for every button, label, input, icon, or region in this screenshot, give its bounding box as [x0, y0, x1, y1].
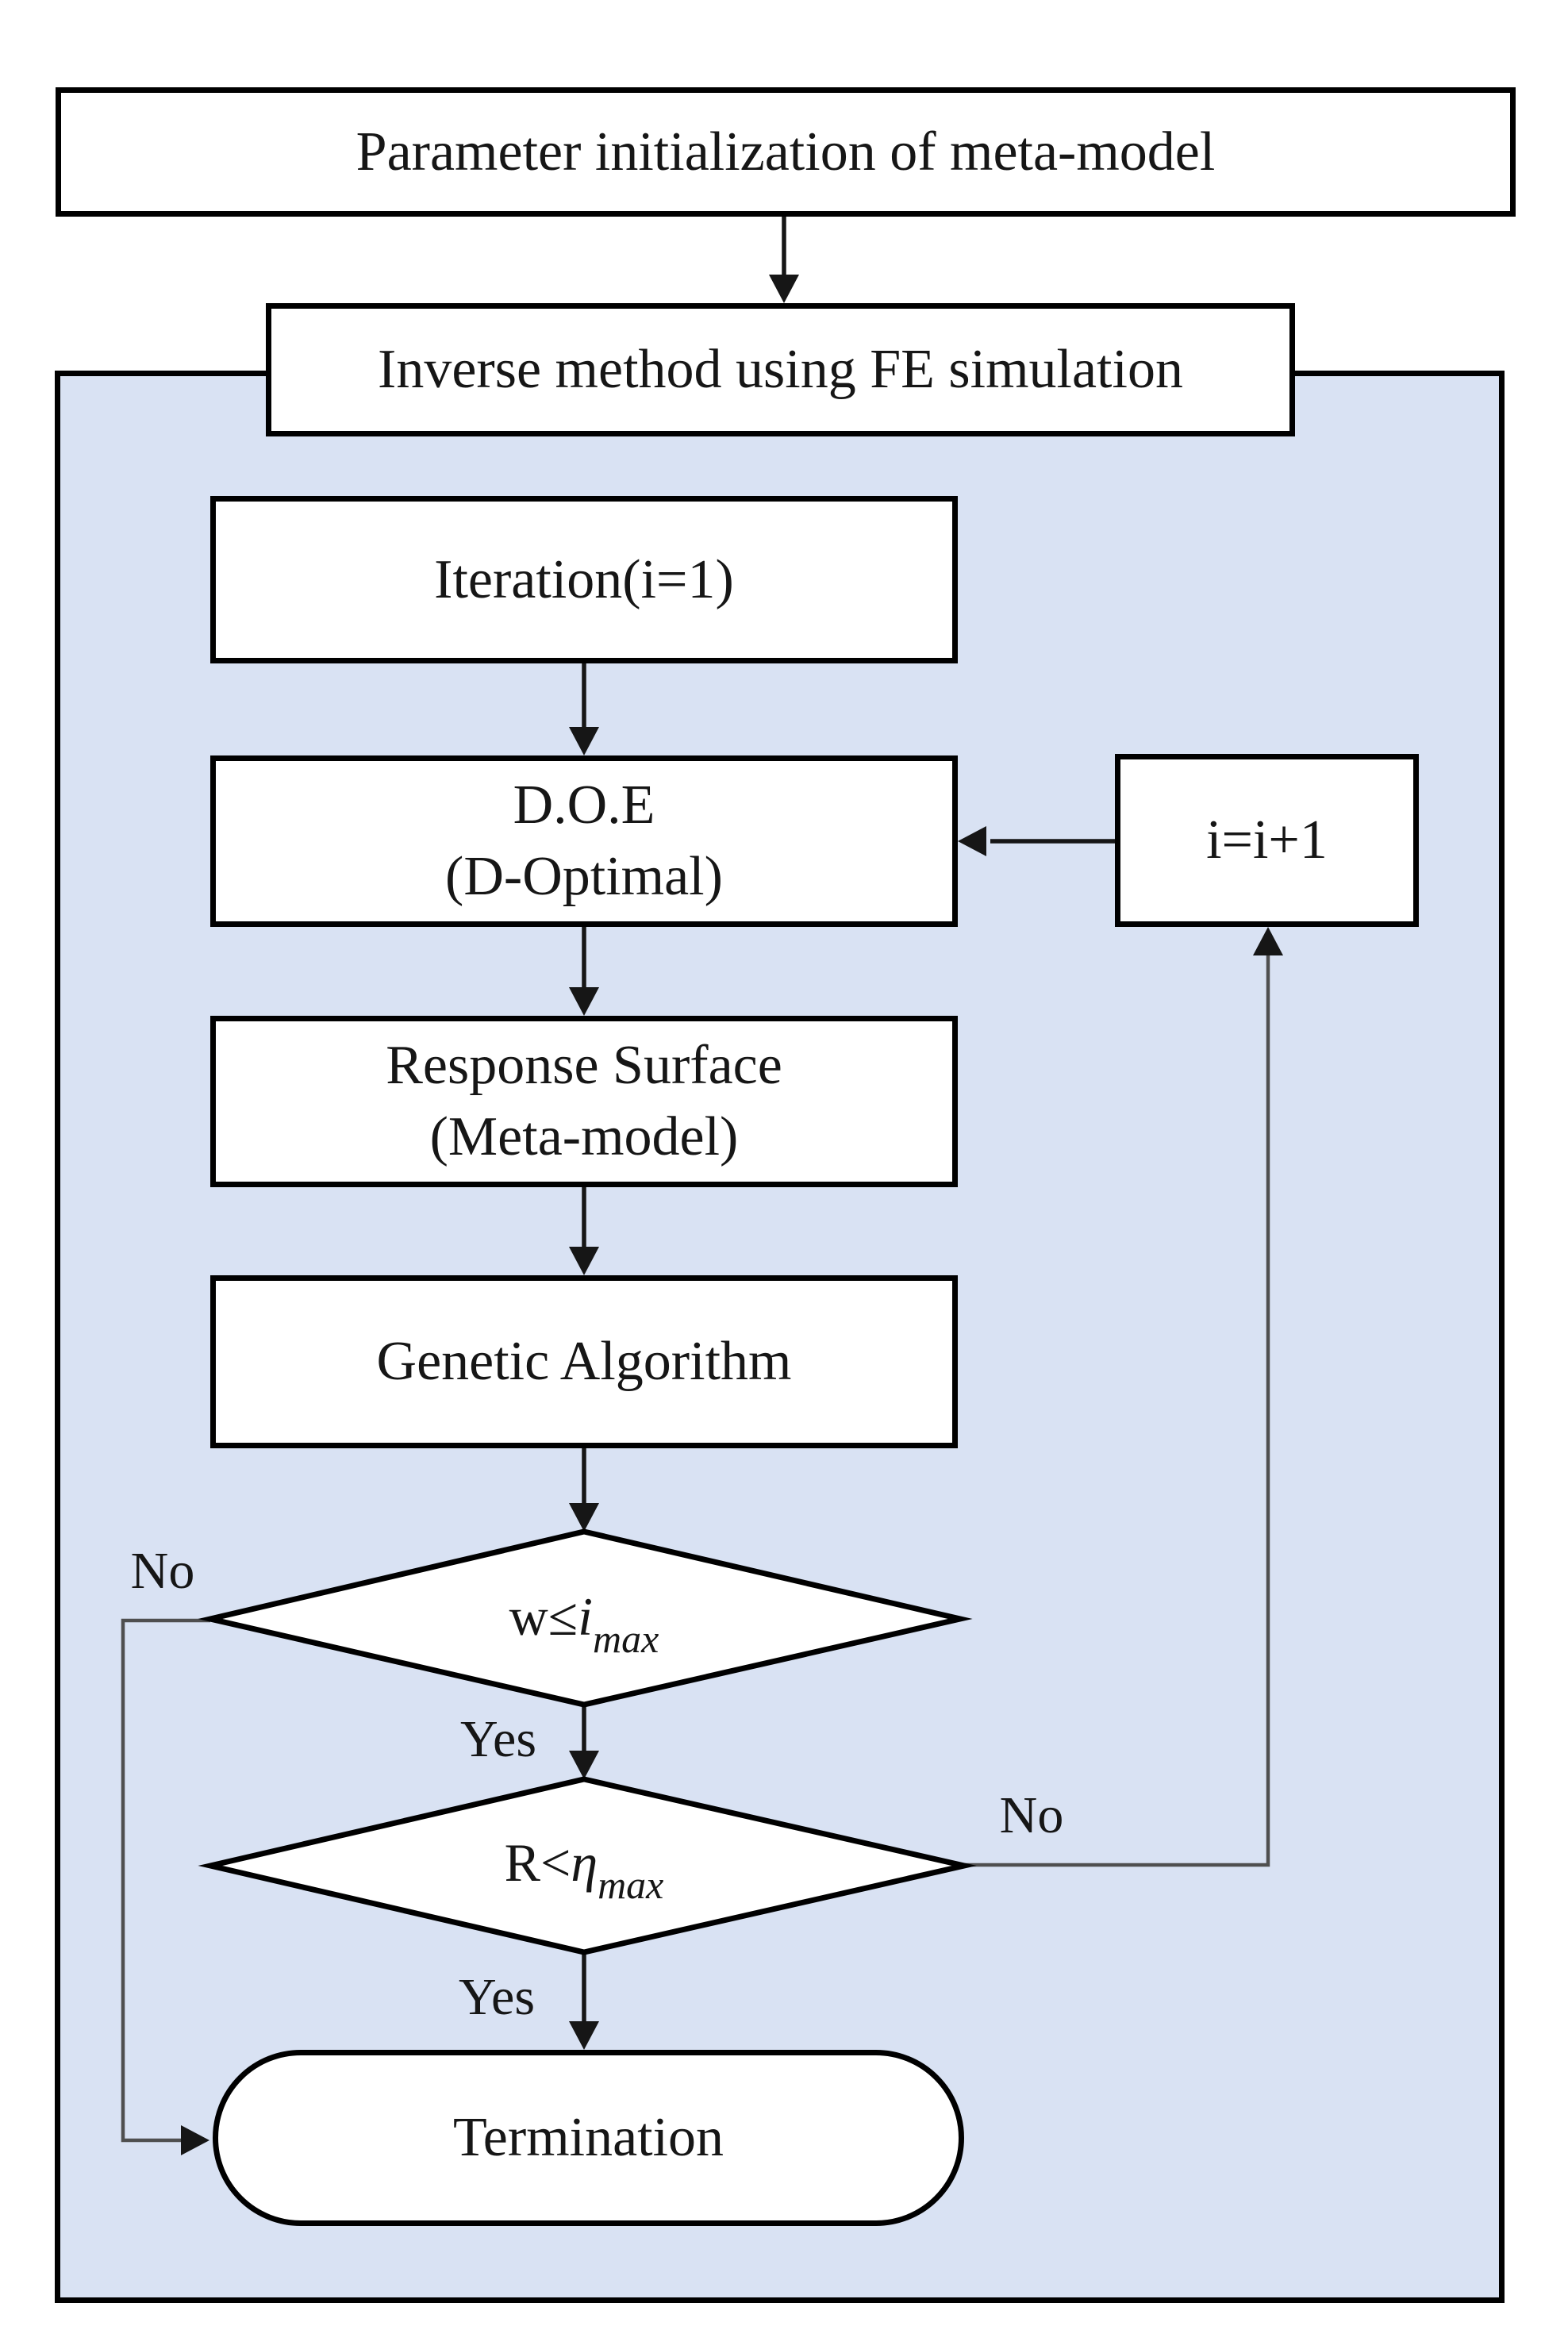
- arrowhead-down-icon: [569, 727, 599, 755]
- node-response-surface: Response Surface (Meta-model): [210, 1016, 958, 1187]
- node-increment-label: i=i+1: [1206, 809, 1328, 871]
- arrowhead-down-icon: [569, 987, 599, 1016]
- node-doe-label-line2: (D-Optimal): [445, 846, 723, 907]
- edge-label-decision2-no: No: [999, 1786, 1064, 1844]
- node-genetic-algorithm-label: Genetic Algorithm: [376, 1331, 792, 1392]
- decision-error-variable: η: [571, 1832, 598, 1893]
- edge-param-to-inverse: [769, 217, 799, 303]
- edge-response-to-genetic: [569, 1187, 599, 1275]
- node-parameter-initialization: Parameter initialization of meta-model: [56, 87, 1516, 217]
- edge-label-decision1-no: No: [130, 1542, 195, 1600]
- decision-error-formula: R<ηmax: [505, 1832, 664, 1908]
- decision-error-subscript: max: [598, 1863, 664, 1907]
- edge-decision1-yes-to-decision2: [569, 1705, 599, 1779]
- node-doe-label-line1: D.O.E: [513, 775, 655, 836]
- node-parameter-initialization-label: Parameter initialization of meta-model: [355, 121, 1216, 183]
- decision-iterations-pre: w≤: [509, 1586, 578, 1647]
- decision-iterations-subscript: max: [593, 1617, 659, 1661]
- edge-decision2-yes-to-termination: [569, 1952, 599, 2050]
- arrowhead-down-icon: [569, 1247, 599, 1275]
- edge-doe-to-response: [569, 927, 599, 1016]
- node-genetic-algorithm: Genetic Algorithm: [210, 1275, 958, 1448]
- node-increment: i=i+1: [1115, 754, 1419, 927]
- edge-polyline: [121, 1618, 210, 2143]
- edge-polyline: [964, 952, 1270, 1867]
- arrowhead-up-icon: [1253, 927, 1283, 955]
- decision-error-pre: R<: [504, 1832, 571, 1893]
- node-termination: Termination: [213, 2050, 964, 2226]
- arrowhead-down-icon: [569, 1503, 599, 1532]
- decision-diamond-error: [198, 1776, 977, 1955]
- edge-decision1-no-to-termination: [121, 1618, 210, 2155]
- decision-iterations-variable: i: [578, 1586, 594, 1647]
- node-response-surface-label-line1: Response Surface: [386, 1035, 782, 1096]
- edge-label-decision2-yes: Yes: [458, 1968, 536, 2026]
- arrowhead-right-icon: [181, 2125, 209, 2155]
- decision-iterations-formula: w≤imax: [509, 1586, 659, 1662]
- decision-diamond-iterations: [198, 1528, 973, 1708]
- edge-decision2-no-to-increment: [964, 927, 1283, 1867]
- arrowhead-down-icon: [569, 2021, 599, 2050]
- node-response-surface-label-line2: (Meta-model): [429, 1106, 739, 1167]
- edge-genetic-to-decision1: [569, 1448, 599, 1532]
- arrowhead-down-icon: [769, 275, 799, 303]
- edge-increment-to-doe: [958, 826, 1115, 856]
- edge-iteration-to-doe: [569, 663, 599, 755]
- edge-label-decision1-yes: Yes: [459, 1710, 537, 1768]
- node-inverse-method: Inverse method using FE simulation: [266, 303, 1295, 436]
- node-inverse-method-label: Inverse method using FE simulation: [378, 339, 1183, 400]
- node-iteration: Iteration(i=1): [210, 496, 958, 663]
- arrowhead-down-icon: [569, 1751, 599, 1779]
- node-termination-label: Termination: [452, 2107, 724, 2168]
- node-iteration-label: Iteration(i=1): [434, 548, 734, 610]
- node-doe: D.O.E (D-Optimal): [210, 755, 958, 927]
- arrowhead-left-icon: [958, 826, 986, 856]
